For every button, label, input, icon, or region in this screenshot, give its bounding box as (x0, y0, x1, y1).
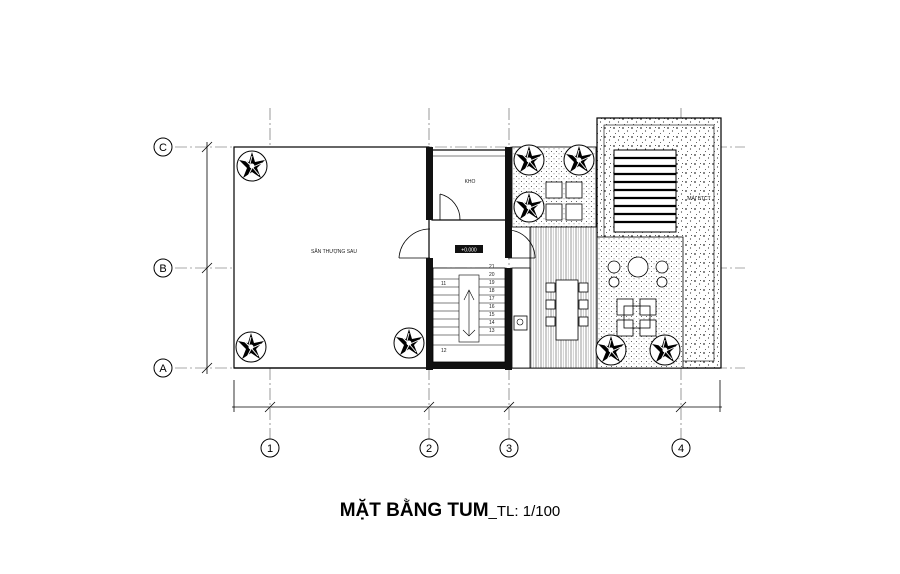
storage-door (439, 193, 461, 221)
drawing-title-main: MẶT BẰNG TUM (339, 500, 489, 521)
seating-set-top (545, 181, 583, 221)
svg-text:16: 16 (489, 304, 495, 310)
stair-treads (433, 274, 505, 346)
stair-step-numbers: 21 20 19 18 17 16 15 14 13 12 11 (441, 264, 495, 354)
grid-bubble-4: 4 (671, 438, 691, 458)
grid-bubble-1: 1 (260, 438, 280, 458)
storage-label: KHO (465, 179, 476, 185)
svg-text:15: 15 (489, 312, 495, 318)
sink (513, 315, 528, 331)
svg-text:+0.000: +0.000 (461, 248, 477, 254)
svg-text:17: 17 (489, 296, 495, 302)
grid-bubble-a: A (153, 358, 173, 378)
grid-bubble-c: C (153, 137, 173, 157)
drawing-scale: _TL: 1/100 (488, 503, 561, 520)
svg-text:18: 18 (489, 288, 495, 294)
svg-text:2: 2 (426, 443, 432, 455)
svg-text:3: 3 (506, 443, 512, 455)
svg-text:19: 19 (489, 280, 495, 286)
entry-door (398, 228, 536, 259)
svg-text:4: 4 (678, 443, 684, 455)
svg-text:20: 20 (489, 272, 495, 278)
roof-label: MÁI BTCT (687, 195, 710, 202)
svg-text:21: 21 (489, 264, 495, 270)
grid-bubble-b: B (153, 258, 173, 278)
patio-seating (616, 298, 657, 337)
dining-table-long (545, 279, 589, 341)
horizontal-dimension (232, 380, 722, 413)
svg-text:A: A (159, 363, 167, 375)
storage-room (431, 149, 507, 221)
grid-bubble-2: 2 (419, 438, 439, 458)
skylight-grille (613, 149, 677, 233)
svg-text:11: 11 (441, 281, 446, 287)
level-tag: +0.000 (455, 245, 483, 254)
svg-text:B: B (159, 263, 166, 275)
grid-bubble-3: 3 (499, 438, 519, 458)
vertical-dimension (201, 141, 213, 374)
terrace-label: SÂN THƯỢNG SAU (311, 248, 357, 255)
drawing-title: MẶT BẰNG TUM_TL: 1/100 (0, 500, 900, 522)
svg-text:1: 1 (267, 443, 273, 455)
svg-text:13: 13 (489, 328, 495, 334)
round-table-set (607, 256, 669, 288)
svg-text:C: C (159, 142, 167, 154)
svg-text:12: 12 (441, 348, 447, 354)
svg-text:14: 14 (489, 320, 495, 326)
